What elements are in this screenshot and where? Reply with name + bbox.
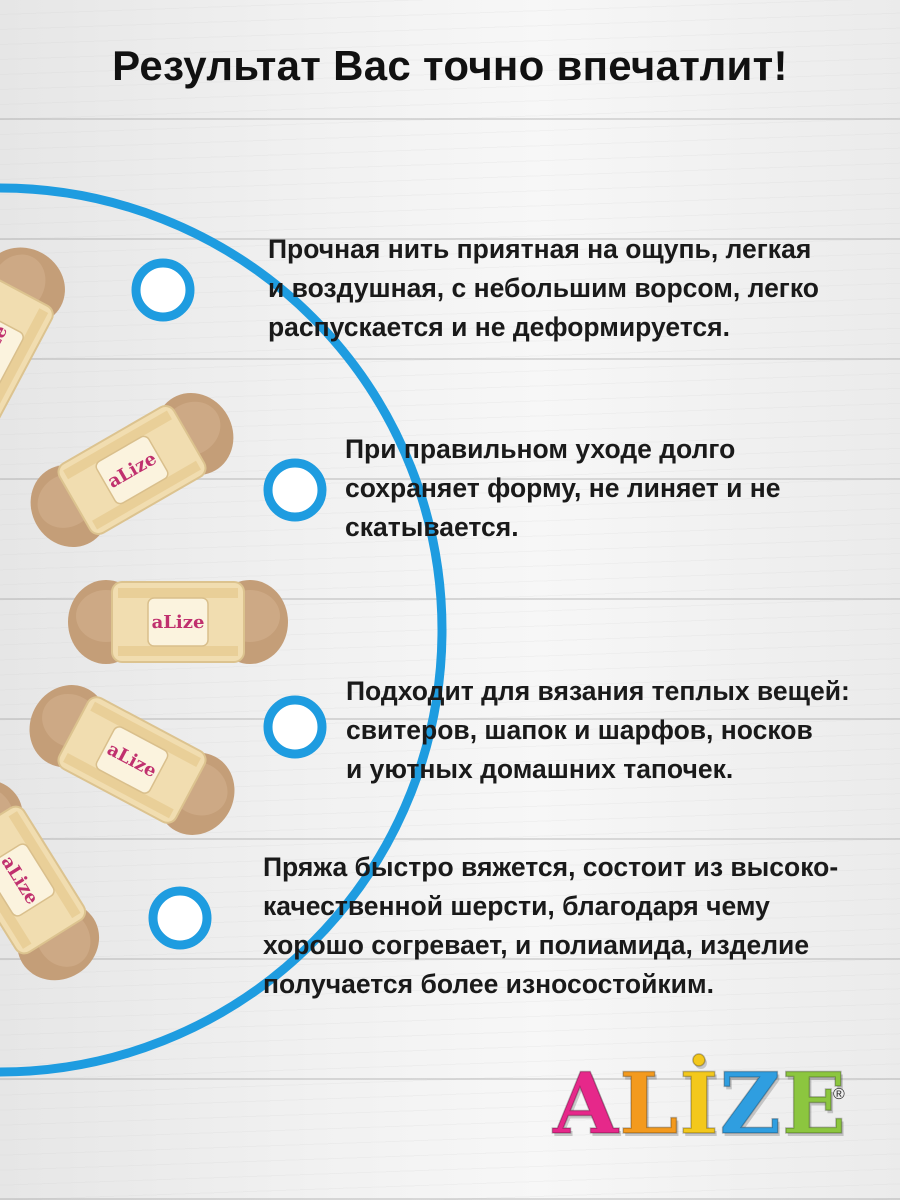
yarn-skein-icon — [14, 670, 250, 850]
logo-letter: A — [552, 1054, 620, 1153]
yarn-skein-icon — [0, 232, 80, 468]
circle-node-icon — [131, 258, 195, 322]
feature-line: и уютных домашних тапочек. — [346, 754, 734, 784]
feature-line: Подходит для вязания теплых вещей: — [346, 676, 850, 706]
feature-text-care: При правильном уходе долго сохраняет фор… — [345, 430, 781, 547]
feature-line: и воздушная, с небольшим ворсом, легко — [268, 273, 819, 303]
feature-line: При правильном уходе долго — [345, 434, 736, 464]
circle-node-icon — [263, 458, 327, 522]
feature-text-usage: Подходит для вязания теплых вещей: свите… — [346, 672, 850, 789]
timeline-arc — [0, 183, 447, 1077]
logo-letter: L — [618, 1054, 680, 1153]
feature-line: сохраняет форму, не линяет и не — [345, 473, 781, 503]
feature-text-softness: Прочная нить приятная на ощупь, легкая и… — [268, 230, 819, 347]
feature-line: получается более износостойким. — [263, 969, 714, 999]
circle-node-icon — [263, 695, 327, 759]
feature-text-composition: Пряжа быстро вяжется, состоит из высоко-… — [263, 848, 838, 1004]
feature-line: Пряжа быстро вяжется, состоит из высоко- — [263, 852, 839, 882]
yarn-skein-icon — [0, 763, 115, 997]
circle-node-icon — [148, 886, 212, 950]
logo-letter: Z — [719, 1054, 782, 1153]
logo-letter: E — [781, 1054, 847, 1153]
feature-line: Прочная нить приятная на ощупь, легкая — [268, 234, 812, 264]
feature-line: качественной шерсти, благодаря чему — [263, 891, 770, 921]
feature-line: свитеров, шапок и шарфов, носков — [346, 715, 813, 745]
feature-line: распускается и не деформируется. — [268, 312, 730, 342]
feature-line: скатывается. — [345, 512, 519, 542]
feature-line: хорошо согревает, и полиамида, изделие — [263, 930, 810, 960]
alize-logo: ALİZE — [552, 1054, 847, 1153]
logo-letter: İ — [678, 1054, 720, 1153]
registered-mark: ® — [833, 1086, 845, 1103]
yarn-skein-icon — [14, 377, 250, 563]
yarn-skein-icon — [67, 579, 289, 665]
page-title: Результат Вас точно впечатлит! — [112, 42, 788, 89]
